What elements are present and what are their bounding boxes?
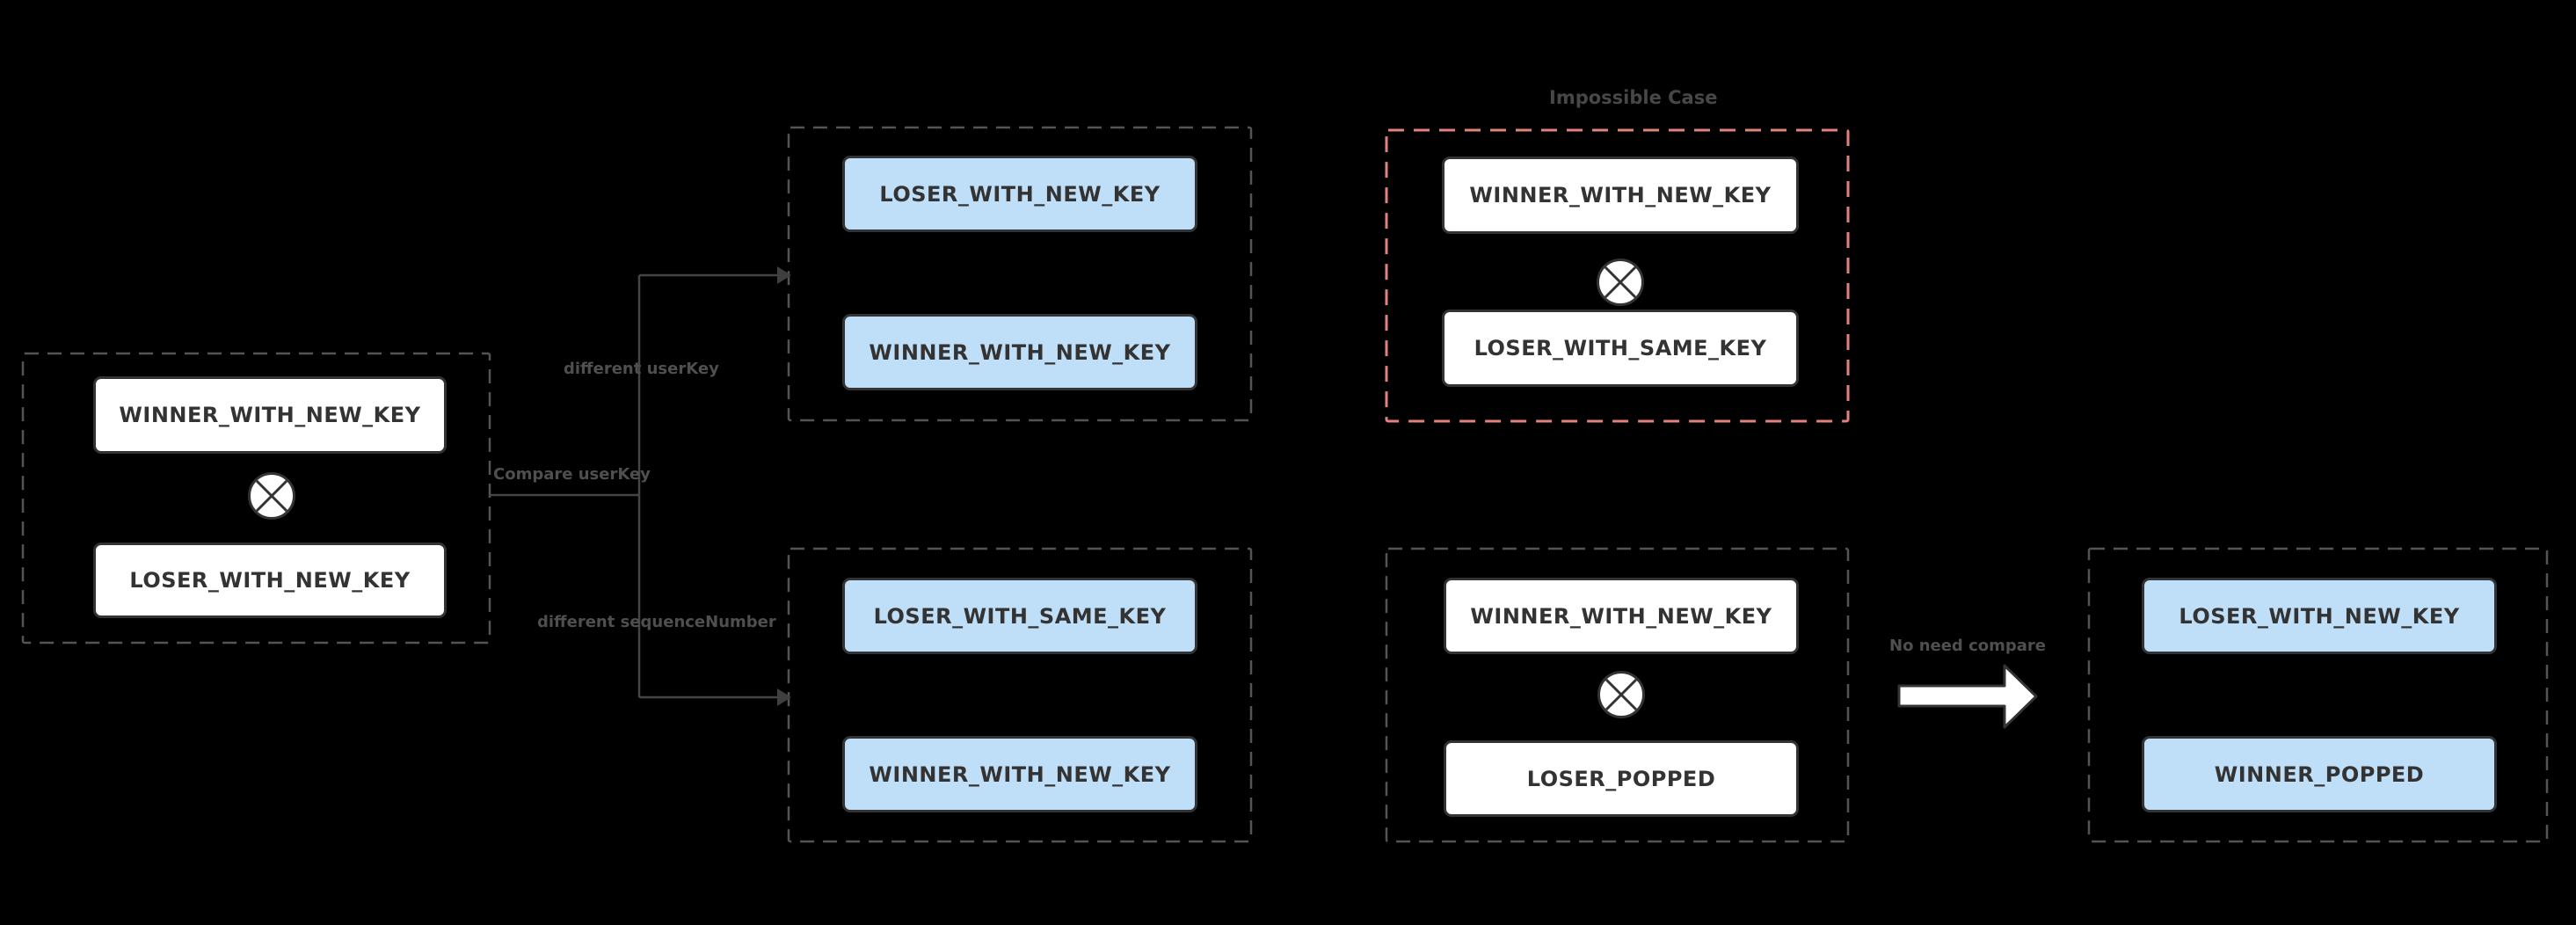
userkey-result-loser-node: LOSER_WITH_NEW_KEY [842,156,1197,232]
crossed-circle-icon [247,471,296,521]
impossible-case-title: Impossible Case [1549,87,1718,108]
edge-label-compare-userkey: Compare userKey [493,465,651,484]
source-group-outline [21,352,491,645]
edge-label-no-need-compare: No need compare [1889,637,2046,655]
impossible-case-outline [1385,128,1850,423]
different-userkey-arrowhead-icon [777,266,791,284]
userkey-result-winner-node: WINNER_WITH_NEW_KEY [842,314,1197,390]
edge-label-different-sequencenumber: different sequenceNumber [537,613,776,631]
final-winner-node: WINNER_POPPED [2142,736,2497,812]
impossible-loser-node: LOSER_WITH_SAME_KEY [1442,310,1799,387]
final-loser-node: LOSER_WITH_NEW_KEY [2142,578,2497,654]
crossed-circle-icon [1597,670,1646,719]
sequence-result-winner-node: WINNER_WITH_NEW_KEY [842,736,1197,812]
no-compare-pair-outline [1385,547,1850,843]
different-sequence-arrowhead-icon [777,688,791,706]
no-need-compare-arrow-icon [1897,664,2038,729]
crossed-circle-icon [1596,258,1645,307]
different-sequence-result-outline [787,547,1253,843]
source-winner-node: WINNER_WITH_NEW_KEY [93,376,447,454]
impossible-winner-node: WINNER_WITH_NEW_KEY [1442,157,1799,234]
popped-pair-loser-node: LOSER_POPPED [1444,740,1799,817]
final-result-outline [2087,547,2549,843]
edge-label-different-userkey: different userKey [564,360,719,378]
sequence-result-loser-node: LOSER_WITH_SAME_KEY [842,578,1197,654]
source-loser-node: LOSER_WITH_NEW_KEY [93,543,447,618]
popped-pair-winner-node: WINNER_WITH_NEW_KEY [1444,578,1799,654]
